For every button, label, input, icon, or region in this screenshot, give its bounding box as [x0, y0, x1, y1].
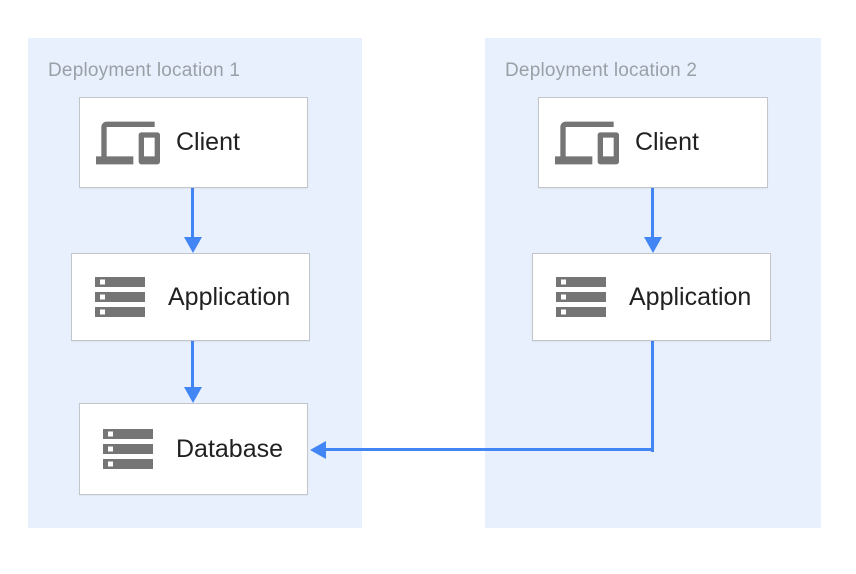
node-label: Application — [168, 282, 291, 311]
arrow-client2-to-app2-line — [651, 188, 654, 237]
arrow-app2-to-db1-vertical-line — [651, 341, 654, 452]
node-label: Client — [635, 128, 699, 156]
storage-icon — [96, 417, 160, 481]
node-database-1: Database — [79, 403, 308, 495]
node-label: Client — [176, 128, 240, 156]
node-client-1: Client — [79, 97, 308, 188]
arrow-client1-to-app1-line — [191, 188, 194, 237]
node-application-2: Application — [532, 253, 771, 341]
arrow-app2-to-db1-horizontal-line — [326, 448, 654, 451]
region-title: Deployment location 2 — [505, 60, 698, 81]
node-client-2: Client — [538, 97, 768, 188]
devices-icon — [555, 111, 619, 175]
storage-icon — [88, 265, 152, 329]
node-application-1: Application — [71, 253, 310, 341]
region-title: Deployment location 1 — [48, 60, 241, 81]
arrow-app1-to-db1-line — [191, 341, 194, 387]
devices-icon — [96, 111, 160, 175]
node-label: Database — [176, 434, 284, 463]
storage-icon — [549, 265, 613, 329]
arrow-down-head-icon — [184, 237, 202, 253]
arrow-down-head-icon — [644, 237, 662, 253]
arrow-left-head-icon — [310, 441, 326, 459]
node-label: Application — [629, 282, 752, 311]
arrow-down-head-icon — [184, 387, 202, 403]
